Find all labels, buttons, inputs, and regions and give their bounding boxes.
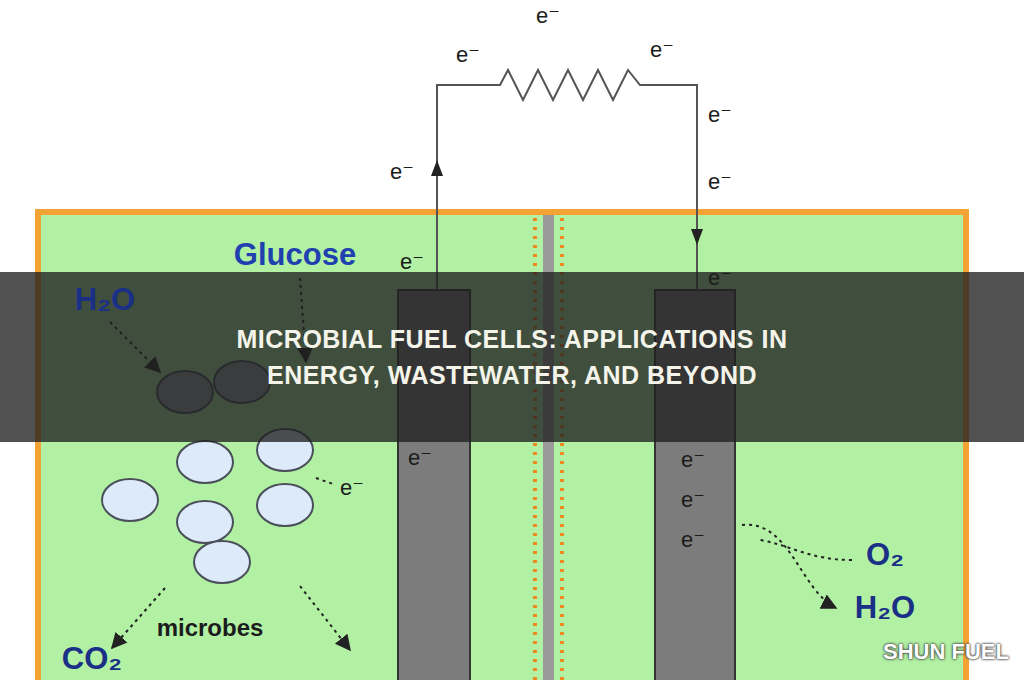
electron-label: e⁻ xyxy=(681,448,705,472)
electron-label: e⁻ xyxy=(456,43,480,67)
current-arrow xyxy=(431,160,443,176)
electron-label: e⁻ xyxy=(400,250,424,274)
electron-label: e⁻ xyxy=(390,160,414,184)
substance-label: O₂ xyxy=(866,538,904,572)
electron-label: e⁻ xyxy=(681,488,705,512)
substance-label: H₂O xyxy=(855,591,915,625)
electron-label: e⁻ xyxy=(708,266,732,290)
electron-label: e⁻ xyxy=(681,528,705,552)
electron-label: e⁻ xyxy=(708,170,732,194)
banner-title: MICROBIAL FUEL CELLS: APPLICATIONS IN EN… xyxy=(192,321,832,394)
electron-label: e⁻ xyxy=(708,103,732,127)
substance-label: Glucose xyxy=(234,238,356,272)
electron-label: e⁻ xyxy=(340,476,364,500)
circuit-wire xyxy=(437,70,697,290)
substance-label: CO₂ xyxy=(62,642,122,676)
electron-label: e⁻ xyxy=(536,4,560,28)
watermark: SHUN FUEL xyxy=(883,640,1009,664)
banner-band xyxy=(0,272,1024,442)
microbes-label: microbes xyxy=(157,615,264,641)
electron-label: e⁻ xyxy=(650,38,674,62)
electron-label: e⁻ xyxy=(408,446,432,470)
current-arrow xyxy=(691,229,703,245)
substance-label: H₂O xyxy=(75,283,135,317)
